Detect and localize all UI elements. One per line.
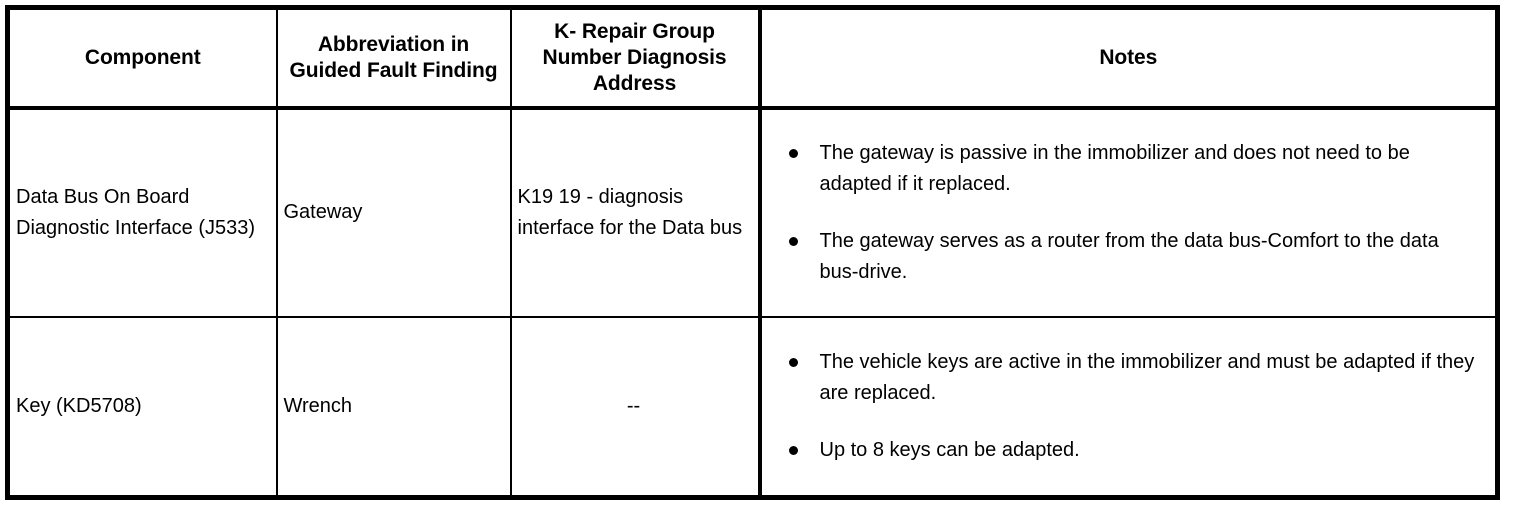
cell-abbreviation-text: Gateway <box>283 201 363 223</box>
cell-component: Key (KD5708) <box>7 315 278 498</box>
table-row: Data Bus On Board Diagnostic Interface (… <box>7 107 1498 317</box>
cell-component: Data Bus On Board Diagnostic Interface (… <box>7 107 278 317</box>
table-header: Component Abbreviation in Guided Fault F… <box>7 7 1498 110</box>
table-body: Data Bus On Board Diagnostic Interface (… <box>7 107 1498 498</box>
cell-notes: The gateway is passive in the immobilize… <box>757 107 1498 317</box>
cell-krepair-text: -- <box>626 394 641 417</box>
cell-krepair: -- <box>510 315 761 498</box>
cell-abbreviation: Wrench <box>276 315 512 498</box>
column-header-component: Component <box>7 7 278 110</box>
bullet-icon <box>788 445 798 455</box>
note-text: The gateway is passive in the immobilize… <box>819 141 1410 195</box>
cell-krepair-text: K19 19 - diagnosis interface for the Dat… <box>517 185 743 239</box>
column-header-notes: Notes <box>757 7 1498 110</box>
cell-component-text: Data Bus On Board Diagnostic Interface (… <box>16 185 256 239</box>
table-row: Key (KD5708) Wrench -- The vehicle keys … <box>7 315 1498 498</box>
note-text: The gateway serves as a router from the … <box>819 229 1439 283</box>
column-header-abbreviation: Abbreviation in Guided Fault Finding <box>276 7 512 110</box>
list-item: The gateway is passive in the immobilize… <box>762 138 1482 200</box>
notes-list: The gateway is passive in the immobilize… <box>762 138 1482 288</box>
cell-krepair: K19 19 - diagnosis interface for the Dat… <box>510 107 761 317</box>
note-text: Up to 8 keys can be adapted. <box>819 438 1080 461</box>
list-item: Up to 8 keys can be adapted. <box>762 435 1482 466</box>
component-diagnosis-table: Component Abbreviation in Guided Fault F… <box>5 5 1500 500</box>
bullet-icon <box>788 148 798 158</box>
list-item: The vehicle keys are active in the immob… <box>762 347 1482 409</box>
bullet-icon <box>788 236 798 246</box>
cell-component-text: Key (KD5708) <box>16 394 142 417</box>
notes-list: The vehicle keys are active in the immob… <box>762 347 1482 466</box>
column-header-krepair: K- Repair Group Number Diagnosis Address <box>510 7 761 110</box>
cell-abbreviation: Gateway <box>276 107 512 317</box>
bullet-icon <box>788 357 798 367</box>
list-item: The gateway serves as a router from the … <box>762 226 1482 288</box>
cell-abbreviation-text: Wrench <box>283 394 353 417</box>
table-header-row: Component Abbreviation in Guided Fault F… <box>7 7 1498 110</box>
cell-notes: The vehicle keys are active in the immob… <box>757 315 1498 498</box>
note-text: The vehicle keys are active in the immob… <box>819 350 1475 404</box>
